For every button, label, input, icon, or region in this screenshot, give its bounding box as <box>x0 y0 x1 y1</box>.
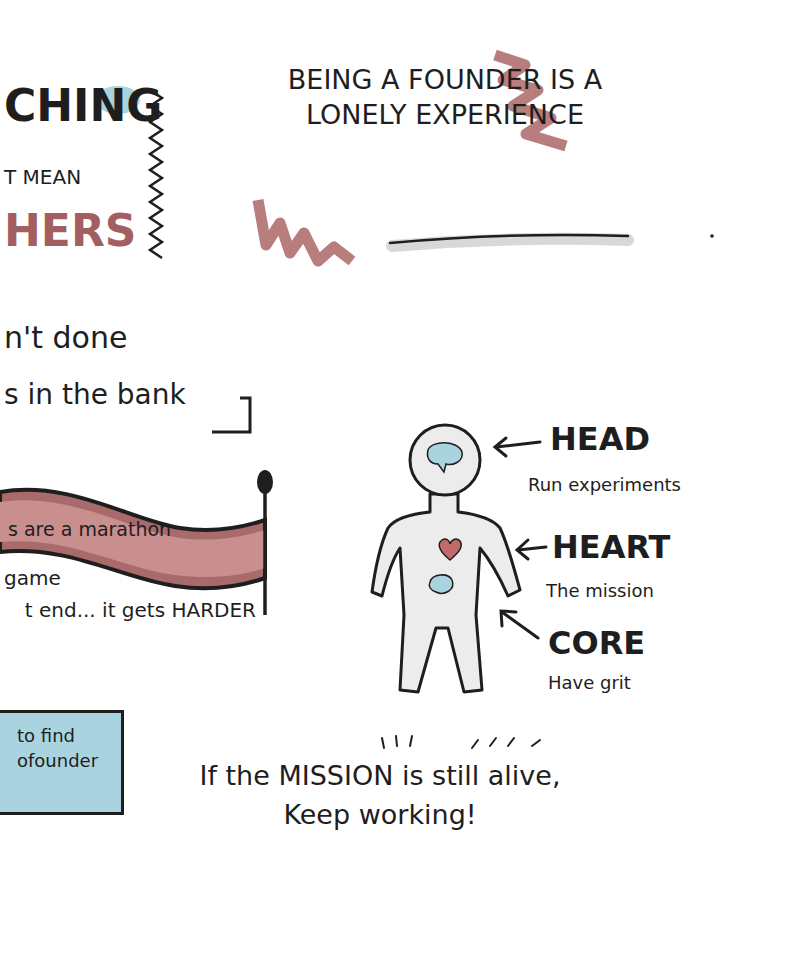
note-text: s in the bank <box>4 378 186 412</box>
sparkle-ticks <box>382 736 540 748</box>
note-box: to find ofounder <box>0 710 124 815</box>
part-name: HEART <box>552 528 670 566</box>
part-note: The mission <box>546 580 654 602</box>
closing-note: If the MISSION is still alive, Keep work… <box>190 756 570 834</box>
pole-knob <box>257 470 273 494</box>
banner-band-fill <box>0 500 265 577</box>
banner-note: game <box>4 566 61 590</box>
heading-fragment: T MEAN <box>4 165 81 189</box>
part-name: HEAD <box>550 420 650 458</box>
dot <box>710 234 714 238</box>
part-note: Have grit <box>548 672 631 694</box>
leader-arrows <box>495 438 546 638</box>
bracket <box>212 398 250 432</box>
person-figure <box>372 425 520 692</box>
node-text: s are a marathon <box>8 516 250 543</box>
part-note: Run experiments <box>528 474 681 496</box>
zigzag <box>258 200 352 261</box>
banner-band: s are a marathon <box>4 512 254 553</box>
part-name: CORE <box>548 624 645 662</box>
diagram-title: BEING A FOUNDER IS A LONELY EXPERIENCE <box>280 62 610 132</box>
heading-fragment: CHING <box>4 80 162 133</box>
heading-fragment: HERS <box>4 205 136 258</box>
banner-note: t end... it gets HARDER <box>4 598 256 622</box>
note-text: n't done <box>4 320 127 356</box>
flag-pole <box>263 485 267 615</box>
node-text: to find ofounder <box>17 723 111 773</box>
underline <box>390 235 628 243</box>
